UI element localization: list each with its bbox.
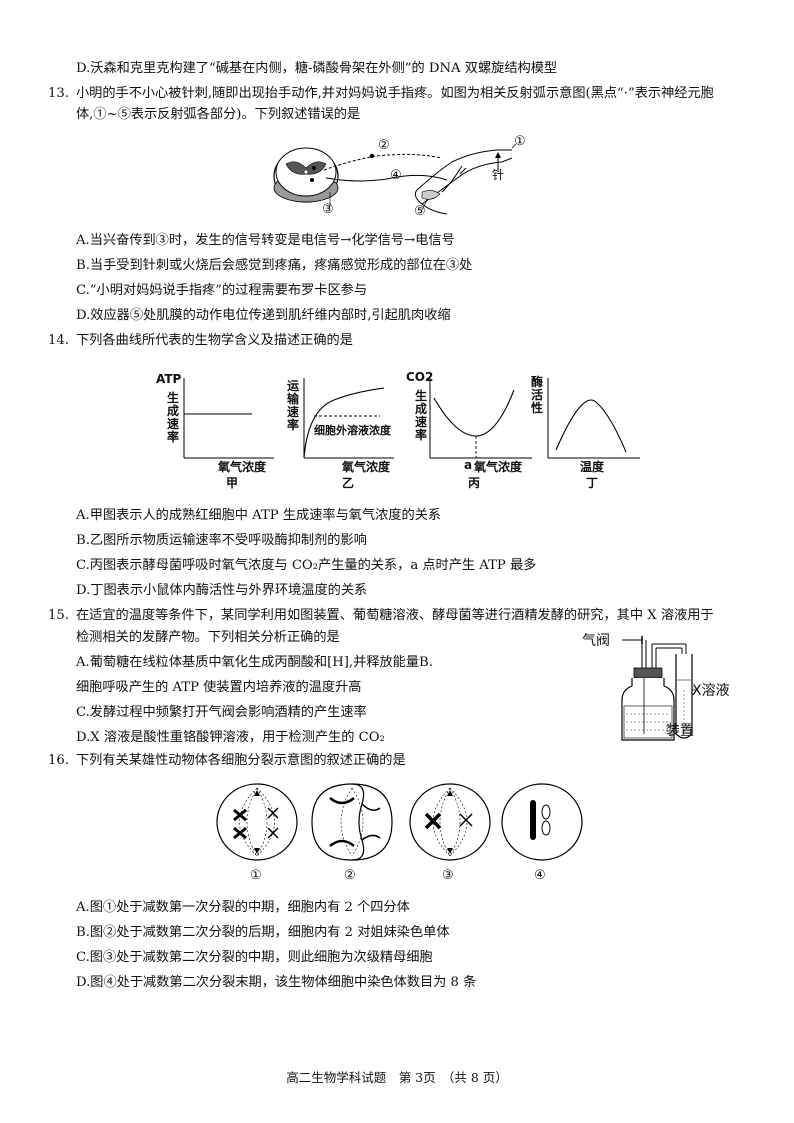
cell-caption-3: ③	[442, 868, 454, 883]
q15-option-c: C.发酵过程中频繁打开气阀会影响酒精的产生速率	[76, 705, 367, 720]
graph-yi: 运输速率 细胞外溶液浓度 氧气浓度 乙	[284, 370, 404, 490]
x-solution-label: X溶液	[692, 683, 730, 699]
cell-caption-2: ②	[344, 868, 356, 883]
q15-option-a-line1: A.葡萄糖在线粒体基质中氧化生成丙酮酸和[H],并释放能量B.	[76, 655, 433, 670]
q15-option-a-line2: 细胞呼吸产生的 ATP 使装置内培养液的温度升高	[76, 680, 362, 695]
graph-bing-ylabel-top: CO2	[406, 370, 434, 384]
q13-option-a: A.当兴奋传到③时，发生的信号转变是电信号→化学信号→电信号	[76, 233, 455, 248]
q14-option-a: A.甲图表示人的成熟红细胞中 ATP 生成速率与氧气浓度的关系	[76, 508, 442, 523]
q15-number: 15.	[48, 608, 69, 623]
graph-yi-ylabel: 运输速率	[286, 379, 299, 432]
needle-label: 针	[492, 168, 505, 182]
q16-number: 16.	[48, 753, 69, 768]
q16-option-c: C.图③处于减数第二次分裂的中期，则此细胞为次级精母细胞	[76, 950, 433, 965]
graph-jia-ylabel-top: ATP	[156, 372, 182, 386]
graph-bing-xlabel: 氧气浓度	[474, 460, 523, 474]
q13-option-b: B.当手受到针刺或火烧后会感觉到疼痛，疼痛感觉形成的部位在③处	[76, 258, 473, 273]
graph-yi-caption: 乙	[342, 476, 355, 490]
graph-yi-xlabel: 氧气浓度	[342, 460, 391, 474]
graph-jia-caption: 甲	[226, 476, 239, 490]
reflex-label-1: ①	[514, 134, 526, 149]
graph-jia-xlabel: 氧气浓度	[218, 460, 267, 474]
graph-ding-ylabel: 酶活性	[530, 375, 543, 415]
q13-option-c: C.“小明对妈妈说手指疼”的过程需要布罗卡区参与	[76, 283, 368, 298]
q15-stem-line1: 在适宜的温度等条件下，某同学利用如图装置、葡萄糖溶液、酵母菌等进行酒精发酵的研究…	[76, 608, 714, 623]
graph-jia-ylabel: 生成速率	[166, 391, 179, 444]
device-label: 装置	[666, 723, 694, 739]
q12-option-d: D.沃森和克里克构建了“碱基在内侧，糖-磷酸骨架在外侧”的 DNA 双螺旋结构模…	[76, 61, 558, 76]
fermentation-apparatus-figure: 气阀 X溶液 装置	[582, 630, 732, 745]
reflex-label-2: ②	[378, 138, 390, 153]
graph-ding-xlabel: 温度	[580, 460, 605, 474]
cell-caption-4: ④	[534, 868, 546, 883]
q15-stem-line2: 检测相关的发酵产物。下列相关分析正确的是	[76, 630, 340, 645]
q14-option-b: B.乙图所示物质运输速率不受呼吸酶抑制剂的影响	[76, 533, 367, 548]
reflex-label-5: ⑤	[414, 204, 426, 219]
q13-option-d: D.效应器⑤处肌膜的动作电位传递到肌纤维内部时,引起肌肉收缩	[76, 308, 451, 323]
cell-caption-1: ①	[250, 868, 262, 883]
q14-stem: 下列各曲线所代表的生物学含义及描述正确的是	[76, 333, 353, 348]
q16-stem: 下列有关某雄性动物体各细胞分裂示意图的叙述正确的是	[76, 753, 406, 768]
graph-jia: ATP 生成速率 氧气浓度 甲	[156, 370, 276, 490]
graph-bing-caption: 丙	[468, 476, 481, 490]
graph-ding: 酶活性 温度 丁	[530, 370, 650, 490]
q13-stem-line2: 体,①~⑤表示反射弧各部分)。下列叙述错误的是	[76, 107, 361, 122]
q15-option-d: D.X 溶液是酸性重铬酸钾溶液，用于检测产生的 CO₂	[76, 730, 385, 745]
q16-option-b: B.图②处于减数第二次分裂的后期，细胞内有 2 对姐妹染色单体	[76, 925, 450, 940]
graph-ding-caption: 丁	[586, 476, 599, 490]
q14-option-c: C.丙图表示酵母菌呼吸时氧气浓度与 CO₂产生量的关系，a 点时产生 ATP 最…	[76, 558, 537, 573]
q13-stem-line1: 小明的手不小心被针刺,随即出现抬手动作,并对妈妈说手指疼。如图为相关反射弧示意图…	[76, 86, 714, 101]
q14-number: 14.	[48, 333, 69, 348]
reflex-label-4: ④	[390, 168, 402, 183]
q13-number: 13.	[48, 86, 69, 101]
cell-division-figure: ① ② ③ ④	[212, 780, 592, 890]
q16-option-d: D.图④处于减数第二次分裂末期，该生物体细胞中染色体数目为 8 条	[76, 975, 477, 990]
graph-bing-point: a	[464, 458, 473, 472]
reflex-label-3: ③	[322, 202, 334, 217]
q16-option-a: A.图①处于减数第一次分裂的中期，细胞内有 2 个四分体	[76, 900, 410, 915]
graph-yi-annotation: 细胞外溶液浓度	[314, 424, 391, 437]
valve-label: 气阀	[582, 633, 610, 649]
page-footer: 高二生物学科试题 第 3页 （共 8 页）	[286, 1070, 508, 1085]
graph-bing: CO2 生成速率 a 氧气浓度 丙	[406, 370, 536, 490]
q14-option-d: D.丁图表示小鼠体内酶活性与外界环境温度的关系	[76, 583, 368, 598]
graph-bing-ylabel: 生成速率	[414, 389, 427, 442]
reflex-arc-figure: ② ④ ③ ⑤ ① 针	[272, 132, 532, 222]
